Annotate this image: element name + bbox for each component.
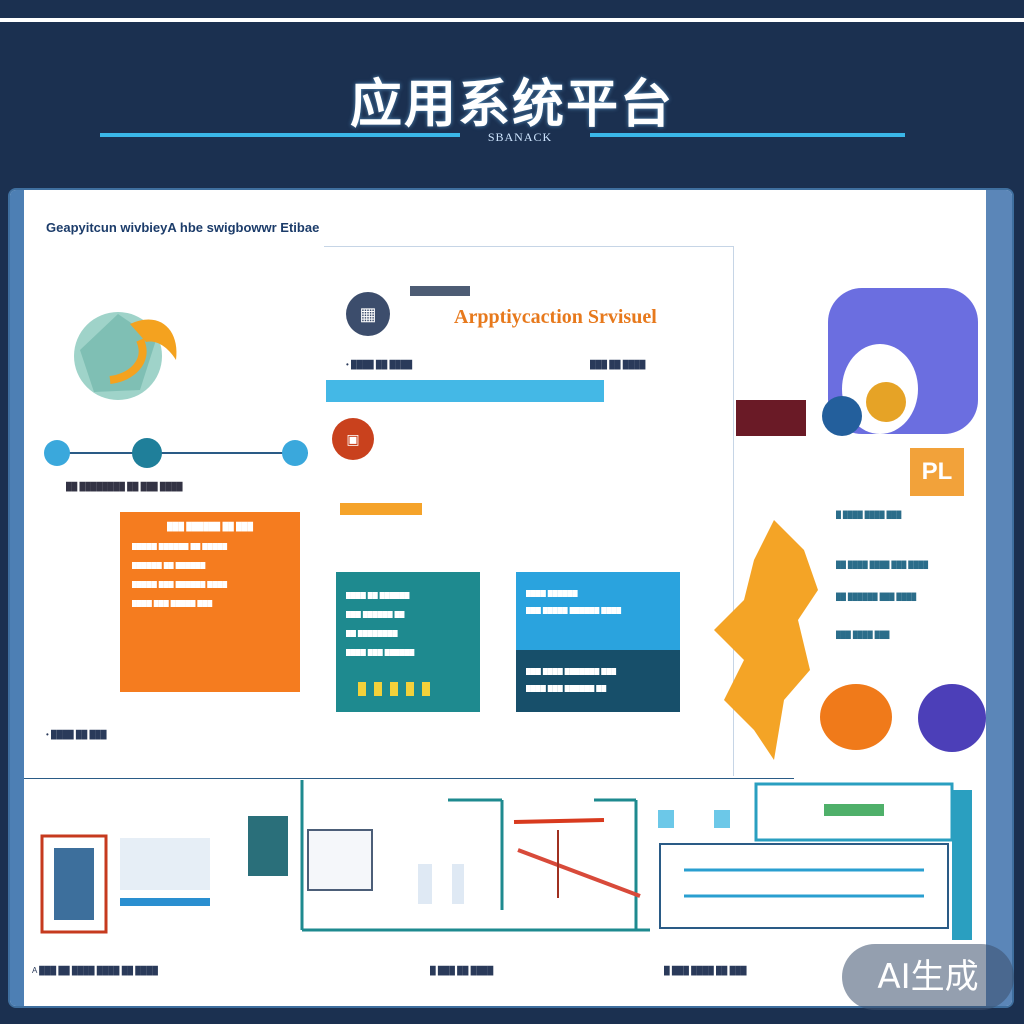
bottom-rule xyxy=(24,778,794,779)
teal-card-line: ██ ████████ xyxy=(346,630,398,637)
timeline-dot xyxy=(132,438,162,468)
app-title: Arpptiycaction Srvisuel xyxy=(454,306,657,328)
right-text: █ ████ ████ ███ xyxy=(836,512,902,519)
page-title: 应用系统平台 xyxy=(349,75,674,132)
infographic-board: Geapyitcun wivbieyA hbe swigbowwr Etibae… xyxy=(8,188,1014,1008)
right-text: ██ ██████ ███ ████ xyxy=(836,594,917,601)
teal-card: ████ ██ ██████ ███ ██████ ██ ██ ████████… xyxy=(336,572,480,712)
purple-circle-icon xyxy=(918,684,986,752)
teal-card-line: ███ ██████ ██ xyxy=(346,611,405,618)
globe-icon xyxy=(74,312,177,400)
orange-box-line: ████ ███ █████ ███ xyxy=(132,600,213,607)
teal-card-line: ████ ██ ██████ xyxy=(346,592,410,599)
blue-card-lower: ███ ████ ███████ ███ ████ ███ ██████ ██ xyxy=(516,650,680,712)
orange-box-line: █████ ██████ ██ █████ xyxy=(132,543,228,550)
title-underline-left xyxy=(100,133,460,137)
right-text: ██ ████ ████ ███ ████ xyxy=(836,562,929,569)
pl-badge: PL xyxy=(910,448,964,496)
footer-bar xyxy=(24,960,986,1006)
footer-text-left: A ███ ██ ████ ████ ██ ████ xyxy=(32,966,158,975)
board-edge-right xyxy=(982,190,1012,1006)
footer-text-right: █ ███ ████ ██ ███ xyxy=(664,966,747,975)
main-panel: Geapyitcun wivbieyA hbe swigbowwr Etibae… xyxy=(24,190,986,960)
timeline-dot xyxy=(44,440,70,466)
app-bar xyxy=(410,286,470,296)
orange-box-title: ███ ██████ ██ ███ xyxy=(166,522,254,531)
content-frame xyxy=(324,246,734,776)
ai-generated-badge: AI生成 xyxy=(842,944,1014,1010)
blue-card-line: ████ ██████ xyxy=(526,590,578,597)
timeline-caption: ██ ████████ ██ ███ ████ xyxy=(66,482,183,491)
teal-card-line: ████ ███ ██████ xyxy=(346,649,415,656)
cyan-header-bar xyxy=(326,380,604,402)
timeline-line xyxy=(52,452,308,454)
blue-card: ████ ██████ ███ █████ ██████ ████ ███ ██… xyxy=(516,572,680,712)
person-caption: • ████ ██ ███ xyxy=(46,730,107,739)
app-icon: ▦ xyxy=(346,292,390,336)
bottom-illustration xyxy=(40,780,972,940)
photo-strip xyxy=(736,400,806,436)
blue-card-line: ███ █████ ██████ ████ xyxy=(526,607,622,614)
blue-circle-icon xyxy=(822,396,862,436)
orange-info-box: ███ ██████ ██ ███ █████ ██████ ██ █████ … xyxy=(120,512,300,692)
board-edge-left xyxy=(10,190,24,1006)
gold-circle-icon xyxy=(866,382,906,422)
map-icon xyxy=(714,520,818,760)
title-underline-right xyxy=(590,133,905,137)
teal-card-bars xyxy=(358,682,458,698)
red-badge-icon: ▣ xyxy=(332,418,374,460)
orange-box-line: ██████ ██ ██████ xyxy=(132,562,206,569)
app-caption: ███ ██ ████ xyxy=(590,360,646,369)
blue-card-line: ████ ███ ██████ ██ xyxy=(526,685,607,692)
top-rule xyxy=(0,18,1024,22)
panel-title: Geapyitcun wivbieyA hbe swigbowwr Etibae xyxy=(46,220,320,235)
timeline-dot xyxy=(282,440,308,466)
page-subtitle: SBANACK xyxy=(487,130,553,144)
orange-strip xyxy=(340,503,422,515)
orange-box-line: █████ ███ ██████ ████ xyxy=(132,581,228,588)
orange-circle-icon xyxy=(820,684,892,750)
blue-card-line: ███ ████ ███████ ███ xyxy=(526,668,617,675)
footer-text-mid: █ ███ ██ ████ xyxy=(430,966,494,975)
app-caption: • ████ ██ ████ xyxy=(346,360,413,369)
right-text: ███ ████ ███ xyxy=(836,632,890,639)
